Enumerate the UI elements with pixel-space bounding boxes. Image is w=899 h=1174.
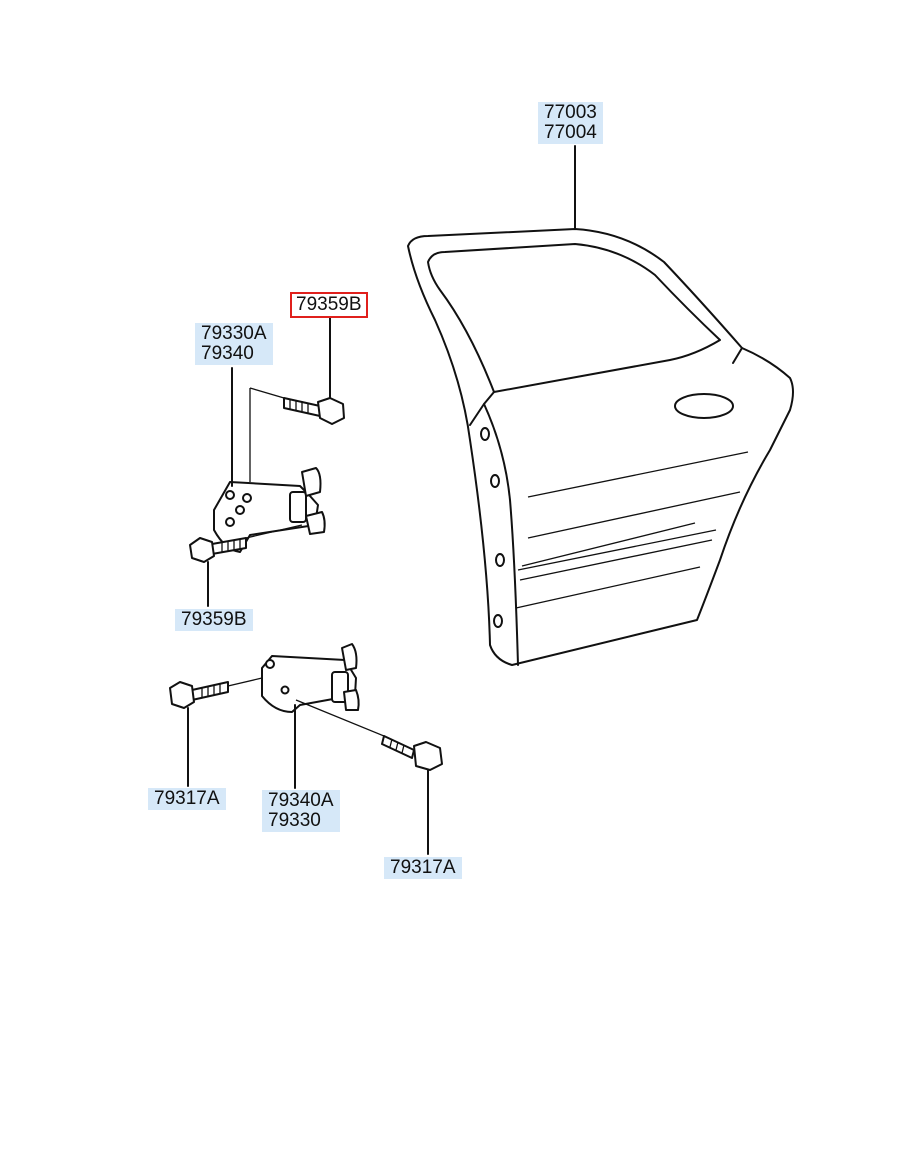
upper-hinge[interactable] (213, 467, 326, 553)
callout-bolt-lower-right[interactable]: 79317A (384, 857, 462, 879)
callout-hinge-lower[interactable]: 79340A 79330 (262, 790, 340, 832)
callout-bolt-lower-left[interactable]: 79317A (148, 788, 226, 810)
callout-hinge-upper[interactable]: 79330A 79340 (195, 323, 273, 365)
callout-bolt-upper-left[interactable]: 79359B (175, 609, 253, 631)
callout-bolt-top-selected[interactable]: 79359B (290, 292, 368, 318)
bolt-lower-right[interactable] (381, 735, 443, 771)
callout-door[interactable]: 77003 77004 (538, 102, 603, 144)
rear-door-panel[interactable] (407, 228, 794, 666)
leader-lines (187, 145, 576, 855)
bolt-lower-left[interactable] (169, 681, 229, 709)
bolt-upper-left[interactable] (189, 537, 247, 563)
bolt-upper-right[interactable] (283, 397, 345, 425)
lower-hinge[interactable] (261, 643, 360, 713)
